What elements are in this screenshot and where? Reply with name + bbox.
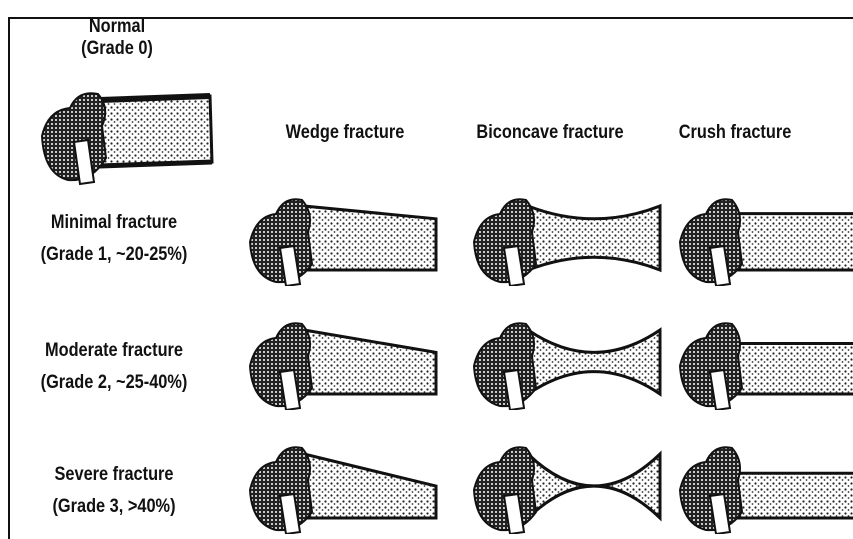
- column-header-crush: Crush fracture: [662, 122, 808, 144]
- vertebra-wedge-minimal: [246, 186, 446, 286]
- vertebra-wedge-severe: [246, 434, 446, 534]
- vertebra-biconcave-moderate: [470, 310, 670, 410]
- row-grade-minimal: (Grade 1, ~20-25%): [16, 244, 212, 266]
- vertebra-biconcave-minimal: [470, 186, 670, 286]
- row-grade-moderate: (Grade 2, ~25-40%): [16, 372, 212, 394]
- vertebra-biconcave-severe: [470, 434, 670, 534]
- vertebra-crush-severe: [676, 434, 853, 534]
- vertebra-wedge-moderate: [246, 310, 446, 410]
- row-label-minimal: Minimal fracture (Grade 1, ~20-25%): [16, 212, 212, 266]
- normal-label: Normal (Grade 0): [61, 16, 173, 60]
- vertebra-crush-minimal: [676, 186, 853, 286]
- vertebra-crush-moderate: [676, 310, 853, 410]
- normal-grade: (Grade 0): [61, 38, 173, 60]
- row-label-moderate: Moderate fracture (Grade 2, ~25-40%): [16, 340, 212, 394]
- normal-title: Normal: [61, 16, 173, 38]
- row-label-severe: Severe fracture (Grade 3, >40%): [16, 464, 212, 518]
- row-name-minimal: Minimal fracture: [16, 212, 212, 234]
- vertebra-normal: [38, 82, 223, 187]
- column-header-wedge: Wedge fracture: [263, 122, 426, 144]
- row-grade-severe: (Grade 3, >40%): [16, 496, 212, 518]
- row-name-moderate: Moderate fracture: [16, 340, 212, 362]
- column-header-biconcave: Biconcave fracture: [455, 122, 644, 144]
- row-name-severe: Severe fracture: [16, 464, 212, 486]
